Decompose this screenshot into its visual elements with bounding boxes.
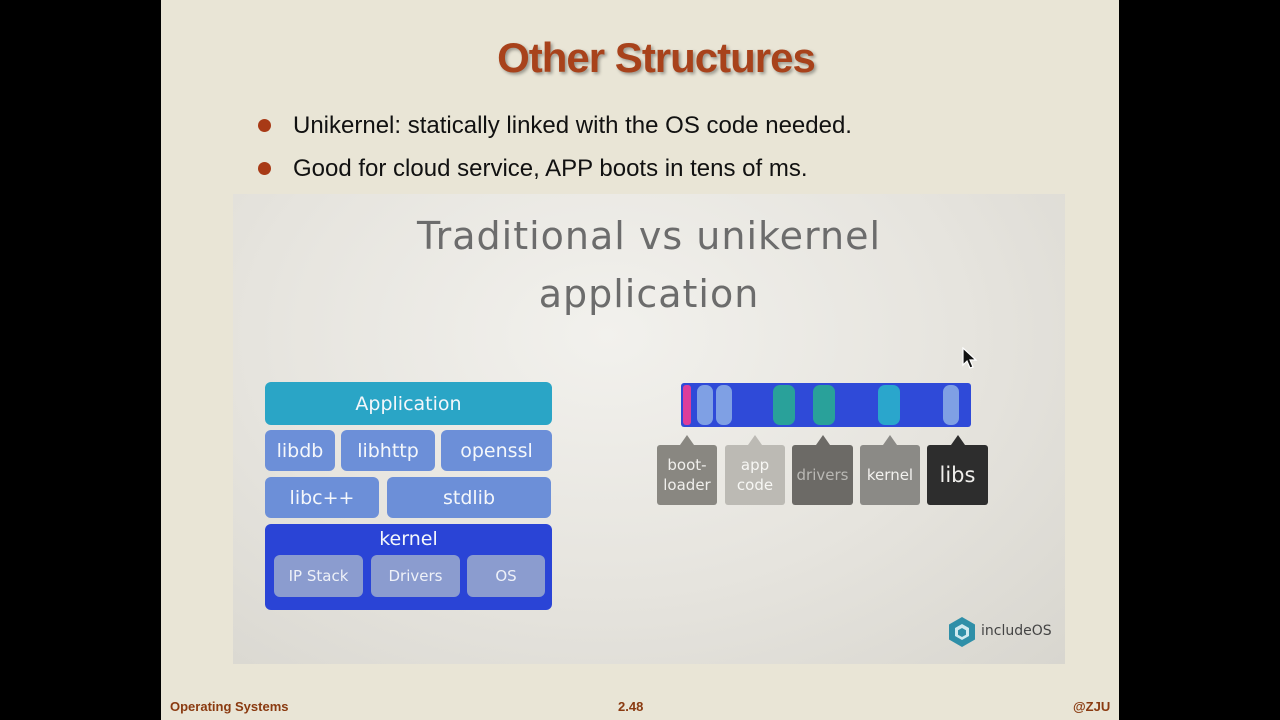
bootloader-tag: boot- loader [657,435,717,505]
bootloader-segment [683,385,691,425]
kernel-block: kernel IP Stack Drivers OS [265,524,552,610]
slide-title: Other Structures [497,34,816,81]
bullet-dot-icon [258,119,271,132]
drivers-block: Drivers [371,555,460,597]
unikernel-bar [681,383,971,427]
kernel-tag: kernel [860,435,920,505]
footer-course: Operating Systems [170,699,289,714]
figure-title-line1: Traditional vs unikernel [416,214,882,258]
libs-tag: libs [927,435,988,505]
includeos-logo: includeOS [947,614,1057,650]
bullet-text: Good for cloud service, APP boots in ten… [293,155,808,182]
drivers-tag: drivers [792,435,853,505]
drivers-segment [773,385,795,425]
footer-institution: @ZJU [1073,699,1111,714]
libhttp-block: libhttp [341,430,435,471]
mouse-cursor-icon [962,347,978,369]
traditional-stack: Application libdb libhttp openssl libc++… [265,382,553,610]
app-code-tag: app code [725,435,785,505]
openssl-block: openssl [441,430,552,471]
app-code-segment [697,385,713,425]
tag-label: boot- loader [663,456,711,494]
kernel-segment [878,385,900,425]
drivers-segment [813,385,835,425]
ip-stack-block: IP Stack [274,555,363,597]
stdlib-block: stdlib [387,477,551,518]
tag-label: app code [736,456,774,494]
application-block: Application [265,382,552,425]
libs-segment [943,385,959,425]
libcpp-block: libc++ [265,477,379,518]
logo-text: includeOS [981,623,1052,639]
bullet-dot-icon [258,162,271,175]
tag-label: drivers [796,466,849,484]
hexagon-icon [949,617,975,647]
libdb-block: libdb [265,430,335,471]
kernel-label: kernel [379,528,438,550]
comparison-figure: Traditional vs unikernel application App… [233,194,1065,664]
tag-label: kernel [866,466,914,484]
slide: Other Structures Unikernel: statically l… [161,0,1119,720]
footer-page-number: 2.48 [618,699,644,714]
figure-title-line2: application [538,272,760,316]
bullet-text: Unikernel: statically linked with the OS… [293,112,852,139]
tag-label: libs [939,463,976,487]
os-block: OS [467,555,545,597]
app-code-segment [716,385,732,425]
